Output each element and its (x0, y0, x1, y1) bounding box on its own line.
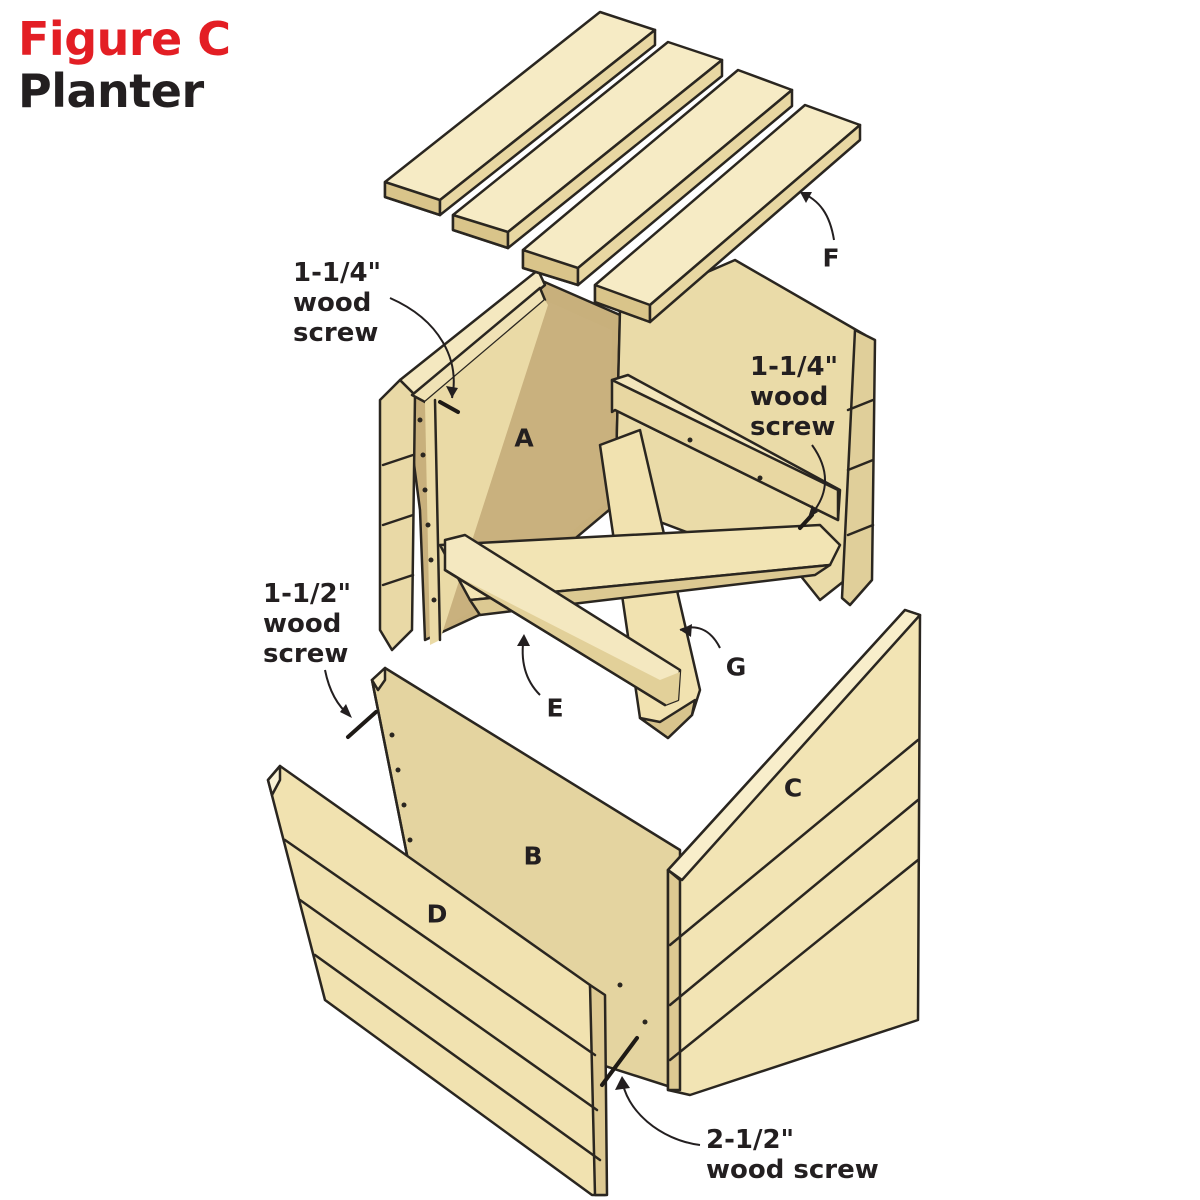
rail-back (610, 373, 842, 522)
screw-holes (389, 417, 763, 1025)
callout-screw-mid-left: 1-1/2" wood screw (263, 579, 352, 669)
figure-title: Figure C (18, 12, 231, 66)
callout-screw-top-right: 1-1/4" wood screw (750, 352, 839, 442)
screw-mid-left-icon (346, 710, 378, 739)
part-label-c: C (783, 773, 803, 803)
side-slats-d (266, 764, 609, 1197)
part-label-e: E (546, 693, 564, 723)
part-label-f: F (822, 243, 840, 273)
screw-top-left-icon (438, 400, 460, 414)
callout-screw-top-left: 1-1/4" wood screw (293, 258, 382, 348)
leader-top-left (389, 297, 455, 399)
side-slats-c (666, 608, 922, 1097)
part-label-d: D (426, 899, 448, 929)
arrowheads (340, 192, 818, 1090)
upper-right-slats (840, 328, 877, 607)
cleat-e (443, 533, 682, 707)
top-boards-f (383, 10, 862, 324)
part-label-a: A (514, 423, 534, 453)
part-label-b: B (523, 841, 543, 871)
screw-bottom-icon (600, 1036, 639, 1087)
part-label-g: G (725, 652, 747, 682)
callout-screw-bottom: 2-1/2" wood screw (706, 1125, 879, 1185)
screws (346, 400, 814, 1087)
figure-subtitle: Planter (18, 64, 204, 118)
upper-left-slats (378, 268, 548, 652)
